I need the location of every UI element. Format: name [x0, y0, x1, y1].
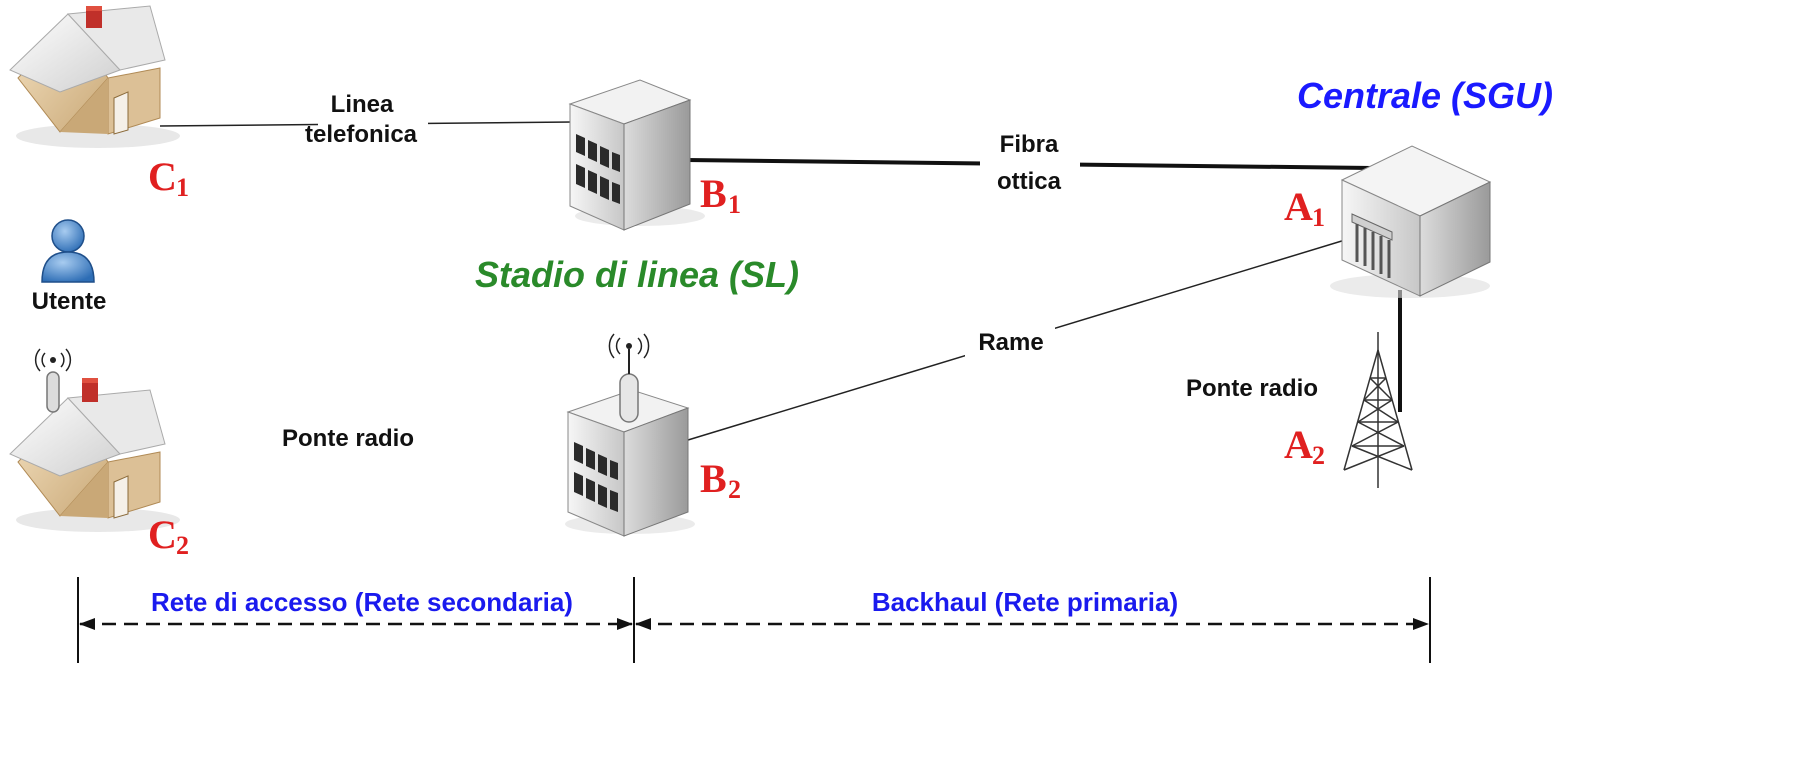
fiber-label-2: ottica	[997, 168, 1062, 195]
node-label-a2: A 2	[1284, 422, 1325, 470]
house-c1-icon	[9, 5, 180, 148]
user-label: Utente	[32, 288, 107, 315]
copper-label: Rame	[978, 329, 1043, 356]
svg-text:A: A	[1284, 184, 1313, 229]
node-label-b2: B 2	[700, 456, 741, 504]
svg-text:1: 1	[1312, 203, 1325, 232]
building-b1-icon	[568, 79, 705, 231]
node-label-b1: B 1	[700, 171, 741, 219]
building-b2-icon	[565, 333, 695, 537]
telephone-line-label-1: Linea	[331, 91, 394, 118]
svg-text:2: 2	[1312, 441, 1325, 470]
svg-text:1: 1	[728, 190, 741, 219]
svg-text:1: 1	[176, 173, 189, 202]
stadio-title: Stadio di linea (SL)	[475, 254, 799, 295]
node-label-c2: C 2	[148, 512, 189, 560]
node-label-c1: C 1	[148, 154, 189, 202]
centrale-title: Centrale (SGU)	[1297, 75, 1553, 116]
radio-tower-a2-icon	[1343, 332, 1413, 488]
radio-link-access-label: Ponte radio	[282, 425, 414, 452]
access-span-label: Rete di accesso (Rete secondaria)	[151, 587, 573, 617]
svg-text:B: B	[700, 456, 727, 501]
telephone-line-label-2: telefonica	[305, 121, 418, 148]
central-office-a1-icon	[1330, 145, 1492, 298]
radio-link-backhaul-label: Ponte radio	[1186, 375, 1318, 402]
house-c2-icon	[9, 348, 180, 532]
svg-text:C: C	[148, 154, 177, 199]
fiber-label-1: Fibra	[1000, 131, 1059, 158]
node-label-a1: A 1	[1284, 184, 1325, 232]
svg-text:2: 2	[728, 475, 741, 504]
svg-text:A: A	[1284, 422, 1313, 467]
svg-text:2: 2	[176, 531, 189, 560]
user-icon	[41, 219, 95, 283]
svg-text:B: B	[700, 171, 727, 216]
backhaul-span-label: Backhaul (Rete primaria)	[872, 587, 1178, 617]
svg-text:C: C	[148, 512, 177, 557]
